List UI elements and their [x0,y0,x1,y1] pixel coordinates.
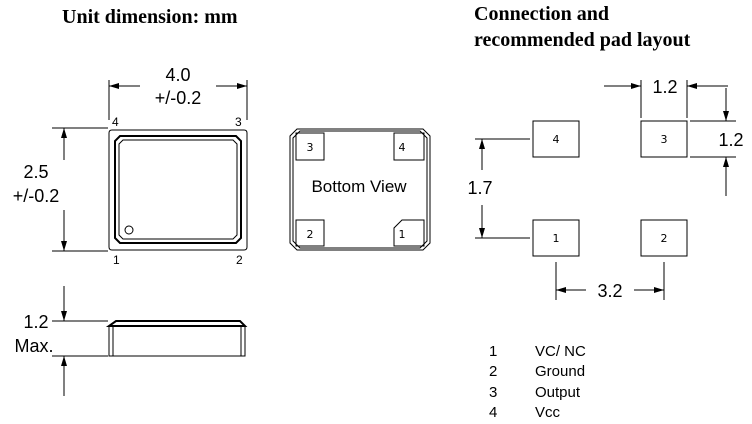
unit-heading: Unit dimension: mm [62,6,238,28]
package-lid-inner [118,139,238,240]
top-view: 4.0 +/-0.2 2.5 +/-0.2 4 3 1 2 [13,65,248,267]
pad-width-arrow-left [631,83,641,89]
pad-height-value: 1.2 [718,130,743,150]
height-arrow-bottom [61,241,67,251]
bottom-view-label: Bottom View [311,177,407,196]
layout-pad-3 [640,120,688,158]
vpitch-value: 1.7 [467,178,492,198]
height-tolerance: +/-0.2 [13,186,60,206]
height-value: 2.5 [23,162,48,182]
connection-heading-line1: Connection and [474,3,609,25]
vpitch-arrow-top [479,139,485,149]
width-tolerance: +/-0.2 [155,88,202,108]
side-view: 1.2 Max. [14,286,248,396]
bottom-pin-label-3: 3 [307,141,314,154]
width-value: 4.0 [165,65,190,85]
pin1-marker-dot [124,225,134,235]
legend-name-1: VC/ NC [535,343,586,360]
legend-num-2: 2 [489,363,497,380]
pad-height-arrow-top [723,111,729,121]
side-height-value: 1.2 [23,312,48,332]
legend-name-2: Ground [535,363,585,380]
layout-pad-4 [532,120,580,158]
bottom-pin-label-1: 1 [399,228,406,241]
pad-width-value: 1.2 [652,77,677,97]
legend-name-3: Output [535,384,581,401]
hpitch-value: 3.2 [597,281,622,301]
side-arrow-bottom [61,356,67,366]
bottom-pin-label-4: 4 [399,141,406,154]
legend-num-4: 4 [489,404,497,421]
bottom-pad-2 [295,219,325,247]
package-lid [114,135,242,244]
pad-width-arrow-right [687,83,697,89]
side-arrow-top [61,311,67,321]
top-pin-label-3: 3 [235,115,242,129]
bottom-outline [289,128,431,251]
layout-pad-1 [532,219,580,257]
layout-pad-label-2: 2 [661,232,668,245]
layout-pad-label-4: 4 [553,133,560,146]
top-pin-label-2: 2 [236,253,243,267]
bottom-pad-4 [393,132,425,161]
top-pin-label-1: 1 [113,253,120,267]
hpitch-arrow-right [654,287,664,293]
layout-pad-2 [640,219,688,257]
hpitch-arrow-left [556,287,566,293]
side-height-note: Max. [14,336,53,356]
width-arrow-left [109,83,119,89]
pin-legend: 1 VC/ NC 2 Ground 3 Output 4 Vcc [489,343,586,421]
layout-pad-label-1: 1 [553,232,560,245]
bottom-pad-1 [393,219,425,247]
connection-heading-line2: recommended pad layout [474,29,691,51]
height-arrow-top [61,128,67,138]
side-lid [105,320,248,327]
bottom-pin-label-2: 2 [307,228,314,241]
pad-height-arrow-bottom [723,157,729,167]
pad-layout: 4 3 1 2 1.2 1.2 1.7 3.2 [467,77,743,301]
legend-num-1: 1 [489,343,497,360]
legend-num-3: 3 [489,384,497,401]
top-pin-label-4: 4 [112,115,119,129]
layout-pad-label-3: 3 [661,133,668,146]
bottom-view: 3 4 2 1 Bottom View [289,128,431,251]
legend-name-4: Vcc [535,404,561,421]
package-outline [108,129,248,251]
vpitch-arrow-bottom [479,228,485,238]
bottom-pad-3 [295,132,325,161]
width-arrow-right [237,83,247,89]
